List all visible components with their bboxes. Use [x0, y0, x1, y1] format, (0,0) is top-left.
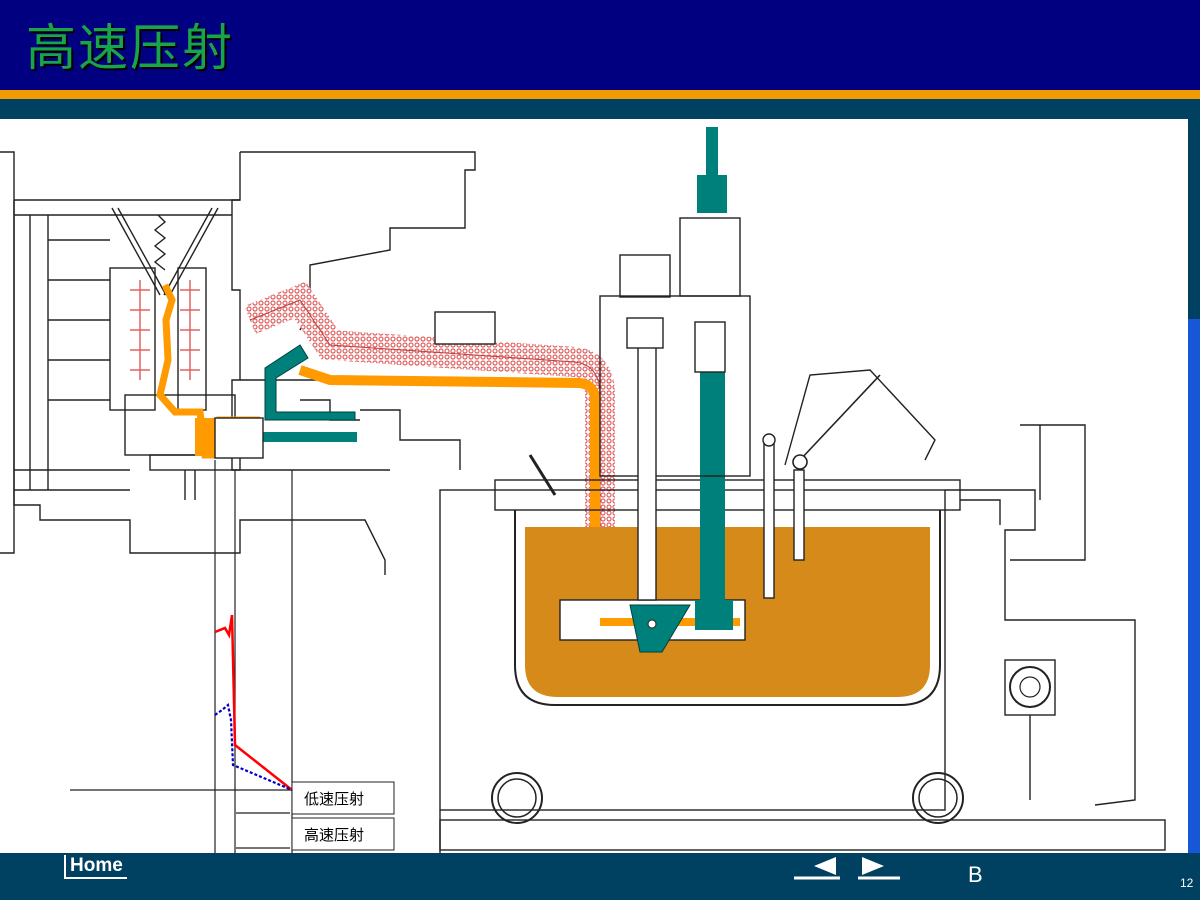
nozzle-block: [214, 417, 264, 459]
guide-rod: [637, 319, 657, 601]
sensor-rod: [793, 469, 805, 561]
slide-title: 高速压射: [26, 19, 234, 77]
right-edge-strip: [1188, 119, 1200, 853]
pressure-curve-high: [214, 614, 293, 791]
prev-arrow-icon[interactable]: [792, 855, 842, 881]
cylinder-top: [697, 175, 727, 213]
high-speed-label: 高速压射: [304, 826, 364, 844]
title-bar: 高速压射: [0, 0, 1200, 90]
high-speed-box: [291, 817, 395, 851]
furnace-frame: [439, 424, 1166, 853]
plunger-tip: [629, 604, 691, 653]
crucible: [514, 510, 941, 706]
thermocouple: [763, 439, 775, 599]
accent-rule: [0, 90, 1200, 99]
motor-wheel: [1009, 666, 1051, 708]
wheel-left: [491, 772, 543, 824]
low-speed-label: 低速压射: [304, 790, 364, 808]
next-arrow-icon[interactable]: [858, 855, 902, 881]
lever-arm: [799, 374, 881, 461]
upper-block: [619, 254, 671, 298]
home-button[interactable]: Home: [64, 855, 127, 879]
sprue: [195, 418, 217, 456]
cooling-channels: [130, 280, 200, 380]
thermocouple-head: [762, 433, 776, 447]
nozzle: [264, 344, 356, 421]
cylinder-bracket: [599, 295, 751, 477]
hydraulic-cylinder: [679, 217, 741, 297]
die-casting-diagram: 低速压射 高速压射: [0, 119, 1188, 853]
lid-handle: [528, 454, 557, 496]
lever-pivot: [792, 454, 808, 470]
top-box: [434, 311, 496, 345]
rod-sheath: [694, 321, 726, 373]
wheel-right: [912, 772, 964, 824]
pressure-curve-low: [214, 702, 293, 792]
footer-bar: [0, 853, 1200, 900]
page-number: 12: [1180, 876, 1194, 890]
wheel-left-inner: [497, 778, 537, 818]
metal-feed-path: [298, 365, 640, 630]
section-label: B: [968, 862, 983, 887]
cylinder-cap: [706, 127, 718, 177]
plunger-head: [695, 600, 733, 630]
plunger-rod: [700, 370, 725, 600]
guide-rod-cap: [626, 317, 664, 349]
low-speed-box: [291, 781, 395, 815]
header-band: [0, 99, 1200, 119]
nozzle-lower: [262, 432, 357, 442]
wheel-right-inner: [918, 778, 958, 818]
valve-point: [647, 619, 657, 629]
motor-wheel-inner: [1019, 676, 1041, 698]
lever-frame: [784, 369, 936, 466]
